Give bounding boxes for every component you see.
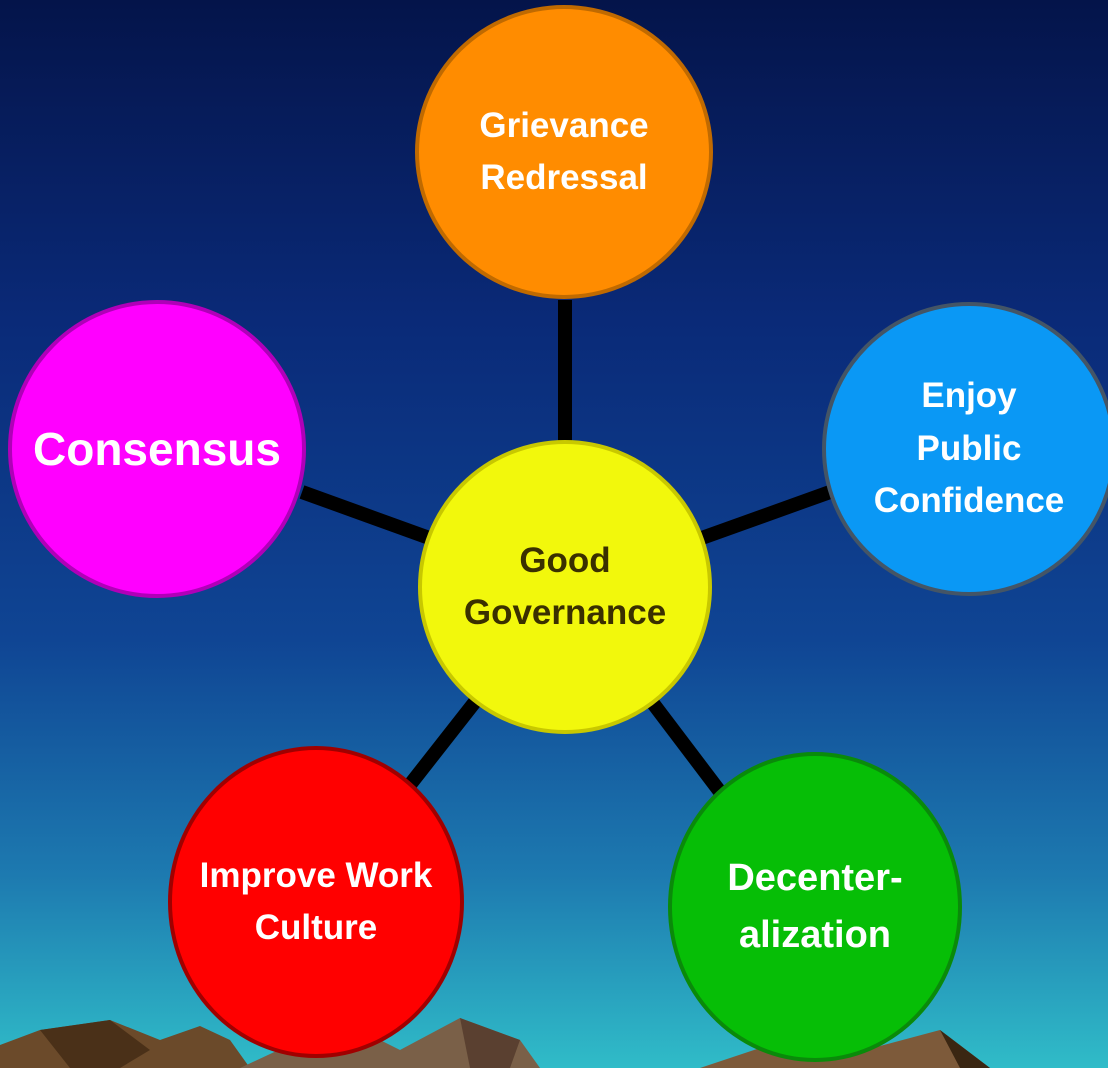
consensus-node: Consensus xyxy=(8,300,306,598)
good-governance-label: Good Governance xyxy=(463,540,667,633)
good-governance-node: Good Governance xyxy=(418,440,712,734)
enjoy-public-confidence-node: Enjoy Public Confidence xyxy=(822,302,1108,596)
decenteralization-label: Decenter- alization xyxy=(727,857,903,956)
improve-work-culture-node: Improve Work Culture xyxy=(168,746,464,1058)
decenteralization-node: Decenter- alization xyxy=(668,752,962,1062)
consensus-label: Consensus xyxy=(33,423,281,475)
grievance-redressal-label: Grievance Redressal xyxy=(479,105,649,198)
enjoy-public-confidence-label: Enjoy Public Confidence xyxy=(873,376,1065,521)
grievance-redressal-node: Grievance Redressal xyxy=(415,5,713,299)
improve-work-culture-label: Improve Work Culture xyxy=(199,855,433,948)
